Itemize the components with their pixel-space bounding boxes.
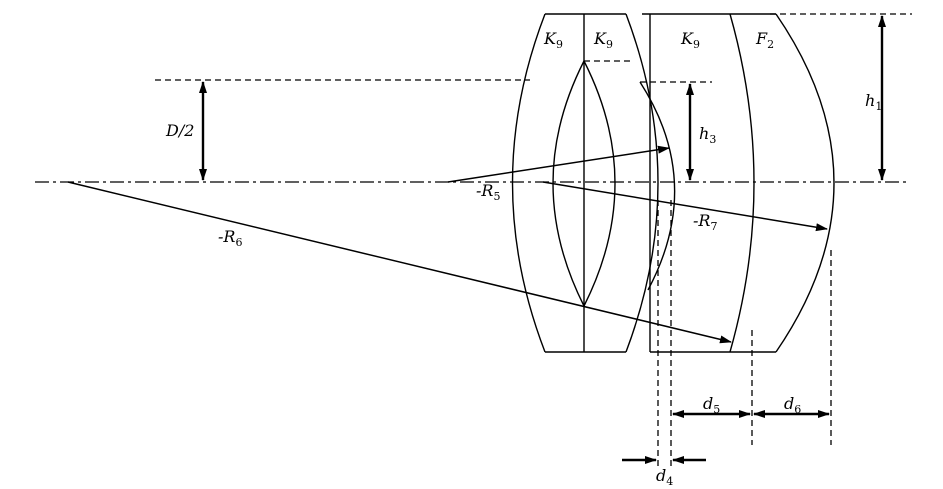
label-r6: -R6 <box>218 227 242 249</box>
r7-radius-arrow <box>542 181 828 232</box>
label-r5: -R5 <box>476 181 500 203</box>
label-f2: F2 <box>755 29 774 51</box>
label-d-half: D/2 <box>165 121 194 140</box>
lens-1-left-surface <box>511 13 546 353</box>
label-h3: h3 <box>699 124 716 146</box>
label-d6: d6 <box>784 394 801 416</box>
label-k9-c: K9 <box>680 29 700 51</box>
label-d5: d5 <box>703 394 720 416</box>
inner-element-right <box>583 60 616 307</box>
lens-2-cemented-surface <box>729 13 755 353</box>
inner-element-left <box>552 60 585 307</box>
lens-2-right-surface <box>775 13 835 353</box>
label-k9-b: K9 <box>593 29 613 51</box>
label-d4: d4 <box>656 466 673 488</box>
lens-1-rear-curve <box>639 81 676 291</box>
r5-radius-arrow <box>447 145 670 183</box>
r6-radius-arrow <box>67 181 732 344</box>
label-k9-a: K9 <box>543 29 563 51</box>
lens-1-right-surface <box>625 13 659 353</box>
label-r7: -R7 <box>693 211 717 233</box>
label-h1: h1 <box>865 91 882 113</box>
